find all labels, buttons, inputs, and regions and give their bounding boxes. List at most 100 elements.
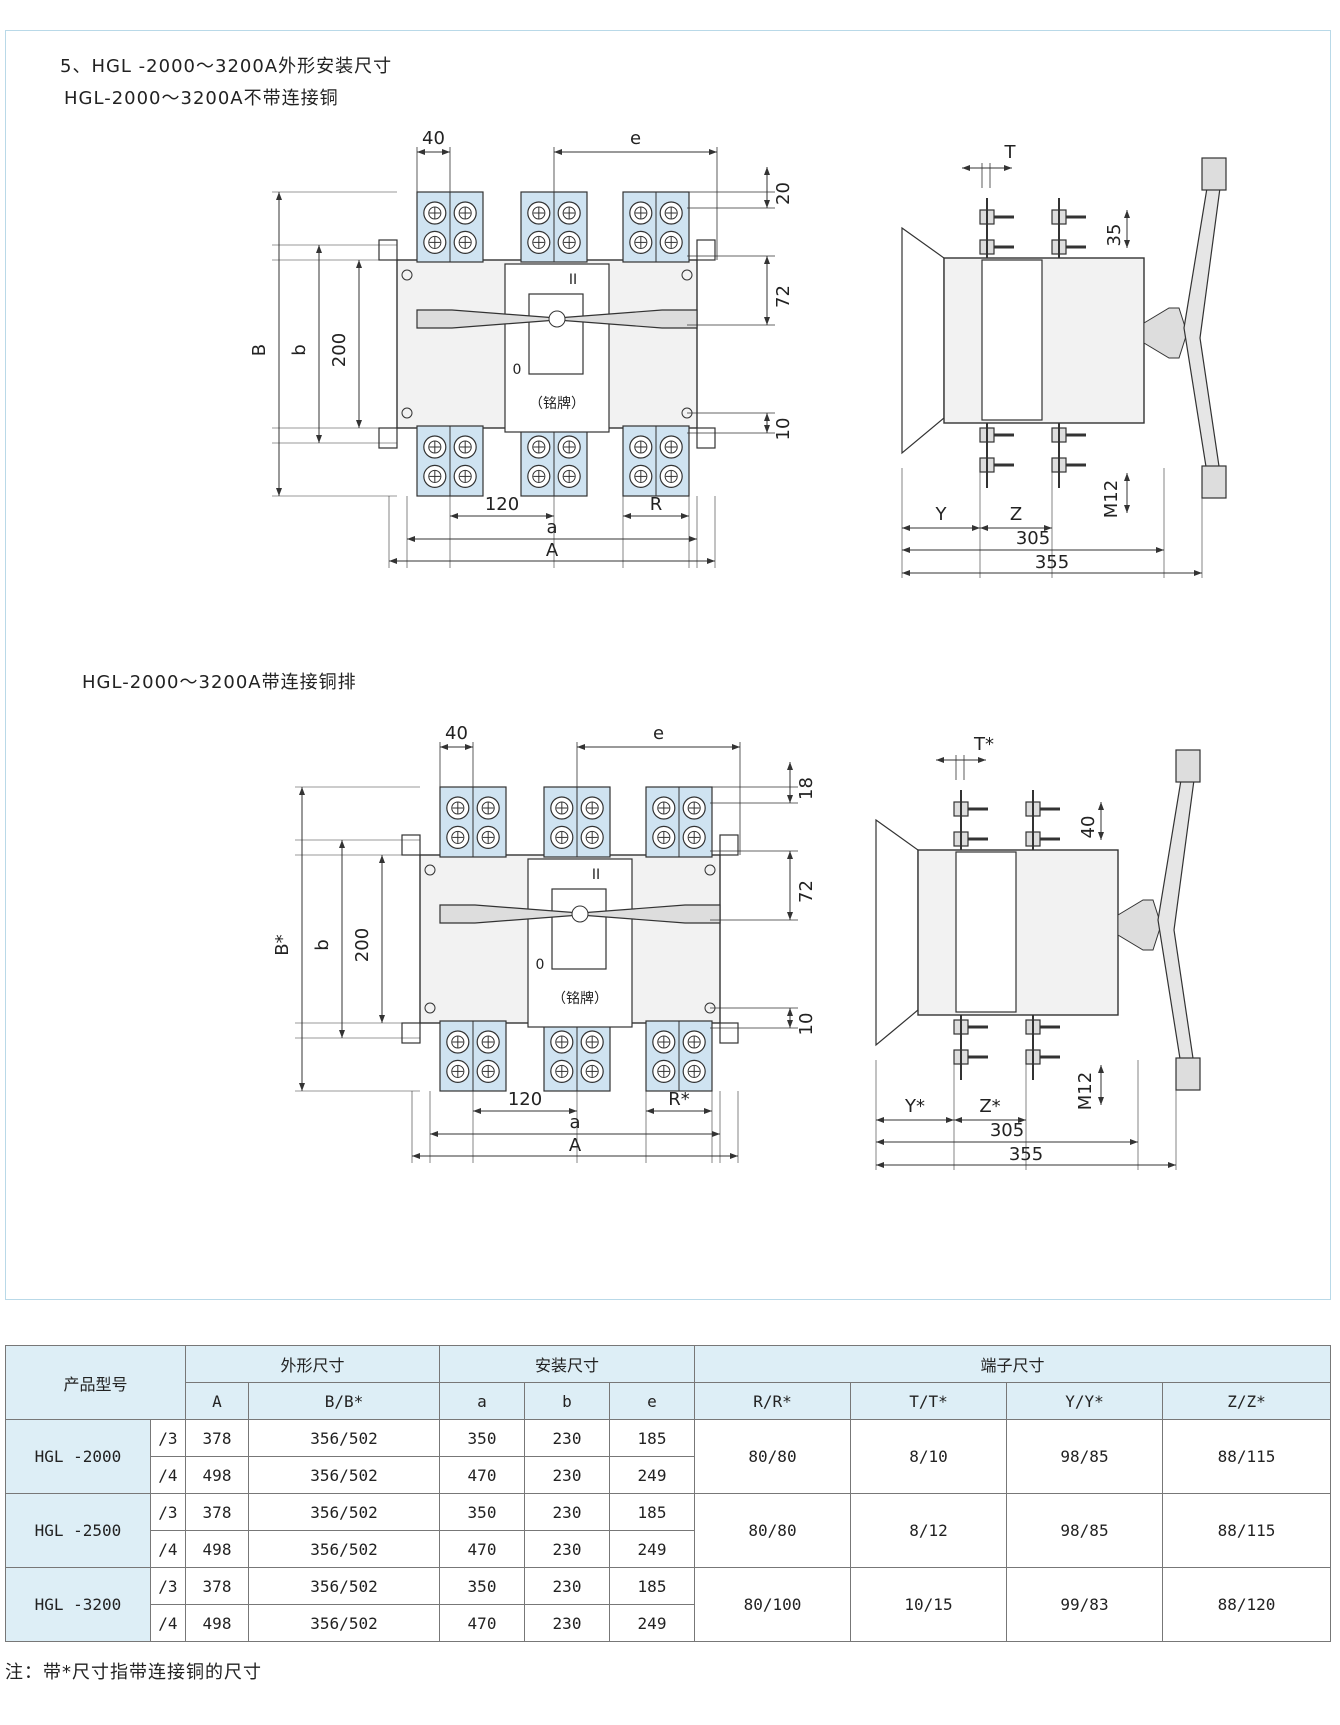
bolt-inner: [664, 440, 678, 454]
subheader-cell: Z/Z*: [1162, 1382, 1331, 1420]
switch-window: [528, 293, 584, 375]
table-cell: 350: [439, 1493, 525, 1531]
dim-40-label: 40: [422, 128, 445, 149]
mount-hole: [681, 269, 693, 281]
bolt-inner: [664, 469, 678, 483]
dim-A-label: A: [546, 540, 559, 561]
bolt-inner: [562, 206, 576, 220]
bolt-inner: [634, 206, 648, 220]
table-cell: 230: [524, 1456, 610, 1494]
table-cell: /4: [149, 1530, 187, 1568]
drawing-panel: [5, 30, 1331, 1300]
bolt-inner: [687, 1064, 701, 1078]
table-cell: 378: [185, 1419, 249, 1457]
position-0-label: 0: [536, 957, 545, 973]
bolt-inner: [451, 1035, 465, 1049]
bolt-inner: [458, 235, 472, 249]
dim-120-label: 120: [508, 1089, 542, 1110]
bolt-inner: [481, 1064, 495, 1078]
bolt-inner: [532, 206, 546, 220]
footnote: 注：带*尺寸指带连接铜的尺寸: [5, 1662, 262, 1683]
dim-B-label: B: [249, 344, 270, 356]
bolt-inner: [634, 440, 648, 454]
subheader-cell: R/R*: [694, 1382, 851, 1420]
table-cell: 185: [609, 1493, 695, 1531]
bolt-inner: [428, 235, 442, 249]
terminal-cell: 80/80: [694, 1419, 851, 1494]
table-cell: 249: [609, 1530, 695, 1568]
terminal-cell: 10/15: [850, 1567, 1007, 1642]
dim-R-label: R: [650, 494, 663, 515]
position-2-label: II: [569, 272, 577, 288]
handle-grip: [1201, 157, 1227, 191]
handle-grip: [1175, 1057, 1201, 1091]
terminal-cell: 98/85: [1006, 1493, 1163, 1568]
bolt-inner: [555, 1064, 569, 1078]
dim-M12-label: M12: [1101, 480, 1122, 518]
bolt-inner: [657, 830, 671, 844]
dim-arrow: [980, 525, 1052, 531]
model-cell: HGL -2500: [5, 1493, 151, 1568]
bolt-inner: [481, 830, 495, 844]
bolt-inner: [481, 1035, 495, 1049]
table-cell: 470: [439, 1604, 525, 1642]
bolt-inner: [562, 469, 576, 483]
dim-top-gap-label: 20: [773, 182, 794, 205]
table-cell: 350: [439, 1567, 525, 1605]
subheader-cell: T/T*: [850, 1382, 1007, 1420]
nameplate-label: （铭牌）: [552, 990, 608, 1007]
bolt-inner: [451, 830, 465, 844]
dim-arrow: [787, 1008, 793, 1028]
subheader-cell: A: [185, 1382, 249, 1420]
header-outer: 外形尺寸: [185, 1345, 440, 1383]
table-cell: 356/502: [248, 1456, 440, 1494]
subheader-cell: Y/Y*: [1006, 1382, 1163, 1420]
terminal-cell: 99/83: [1006, 1567, 1163, 1642]
table-cell: 356/502: [248, 1493, 440, 1531]
table-cell: /3: [149, 1567, 187, 1605]
table-cell: 498: [185, 1604, 249, 1642]
bolt-inner: [657, 801, 671, 815]
mount-hole: [401, 407, 413, 419]
subheader-cell: b: [524, 1382, 610, 1420]
table-cell: 356/502: [248, 1604, 440, 1642]
dim-arrow: [764, 413, 770, 433]
dim-M12-label: M12: [1075, 1072, 1096, 1110]
dim-Z-label: Z*: [979, 1096, 1000, 1117]
bolt-inner: [428, 206, 442, 220]
dim-R-label: R*: [668, 1089, 690, 1110]
table-cell: 230: [524, 1567, 610, 1605]
dim-B-label: B*: [272, 934, 293, 955]
terminal-cell: 88/120: [1162, 1567, 1331, 1642]
table-cell: 350: [439, 1419, 525, 1457]
dim-arrow: [1124, 210, 1130, 248]
dim-b-label: b: [312, 939, 333, 950]
table-cell: /3: [149, 1419, 187, 1457]
table-cell: 249: [609, 1604, 695, 1642]
bolt-inner: [687, 1035, 701, 1049]
handle-grip: [1175, 749, 1201, 783]
dim-arrow: [764, 256, 770, 325]
terminal-cell: 98/85: [1006, 1419, 1163, 1494]
bolt-inner: [562, 440, 576, 454]
model-cell: HGL -2000: [5, 1419, 151, 1494]
dim-A-label: A: [569, 1135, 582, 1156]
bolt-inner: [664, 206, 678, 220]
section-title: 5、HGL -2000～3200A外形安装尺寸: [60, 56, 393, 77]
side-contact: [955, 851, 1017, 1013]
dim-a-label: a: [546, 517, 557, 538]
subheader-cell: B/B*: [248, 1382, 440, 1420]
bolt-inner: [585, 830, 599, 844]
mount-tab: [719, 834, 739, 856]
terminal-cell: 88/115: [1162, 1419, 1331, 1494]
bolt-inner: [451, 1064, 465, 1078]
switch-window: [551, 888, 607, 970]
bolt-inner: [657, 1064, 671, 1078]
dim-T-label: T*: [973, 734, 994, 755]
dim-e-label: e: [653, 723, 664, 744]
base-plate: [875, 818, 919, 1047]
